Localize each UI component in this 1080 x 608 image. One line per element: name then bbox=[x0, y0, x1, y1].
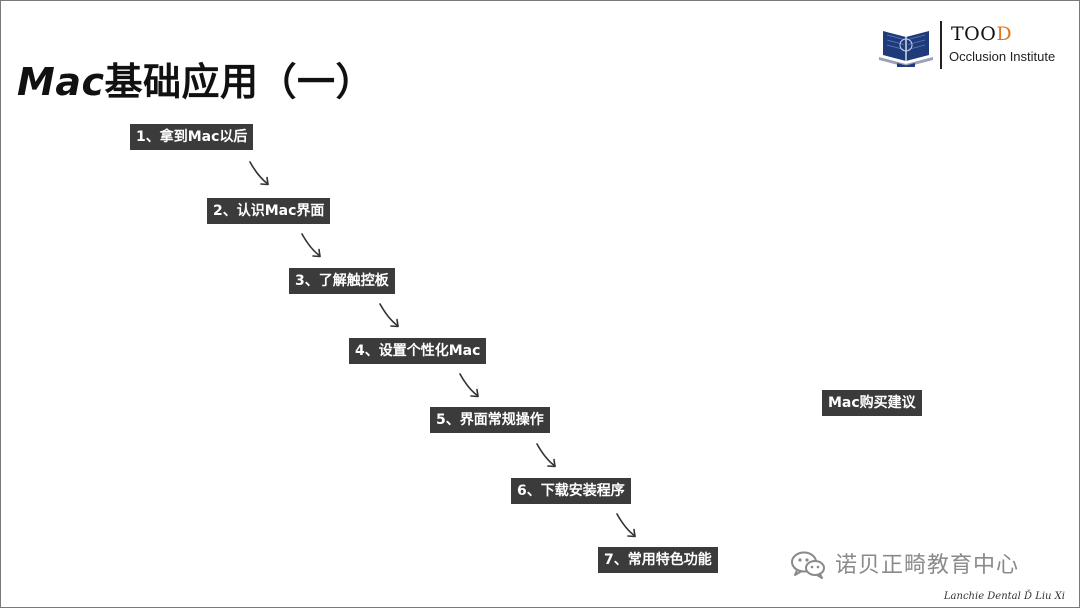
step-3-label: 3、了解触控板 bbox=[289, 268, 395, 294]
open-book-emblem-icon bbox=[879, 31, 933, 67]
step-6-label: 6、下载安装程序 bbox=[511, 478, 631, 504]
logo-name: TOOD bbox=[951, 23, 1013, 45]
curved-arrow-icon bbox=[249, 161, 269, 186]
title-mac: Mac bbox=[17, 60, 105, 104]
logo-subtitle: Occlusion Institute bbox=[949, 49, 1056, 64]
wechat-icon bbox=[791, 551, 825, 579]
slide-title: Mac基础应用（一） bbox=[17, 51, 374, 106]
curved-arrow-icon bbox=[379, 303, 399, 328]
title-rest: 基础应用（一） bbox=[104, 60, 374, 104]
curved-arrow-icon bbox=[616, 513, 636, 538]
step-5-label: 5、界面常规操作 bbox=[430, 407, 550, 433]
watermark-text: 诺贝正畸教育中心 bbox=[835, 553, 1020, 578]
step-4-label: 4、设置个性化Mac bbox=[349, 338, 487, 364]
step-2-label: 2、认识Mac界面 bbox=[207, 198, 331, 224]
logo-divider bbox=[940, 21, 942, 69]
step-7-label: 7、常用特色功能 bbox=[598, 547, 718, 573]
tood-logo: TOOD Occlusion Institute bbox=[877, 19, 1067, 71]
curved-arrow-icon bbox=[536, 443, 556, 468]
curved-arrow-icon bbox=[301, 233, 321, 258]
mac-purchase-advice-label: Mac购买建议 bbox=[822, 390, 922, 416]
step-1-label: 1、拿到Mac以后 bbox=[130, 124, 254, 150]
signature: Lanchie Dental Ď Liu Xi bbox=[943, 591, 1065, 602]
curved-arrow-icon bbox=[459, 373, 479, 398]
